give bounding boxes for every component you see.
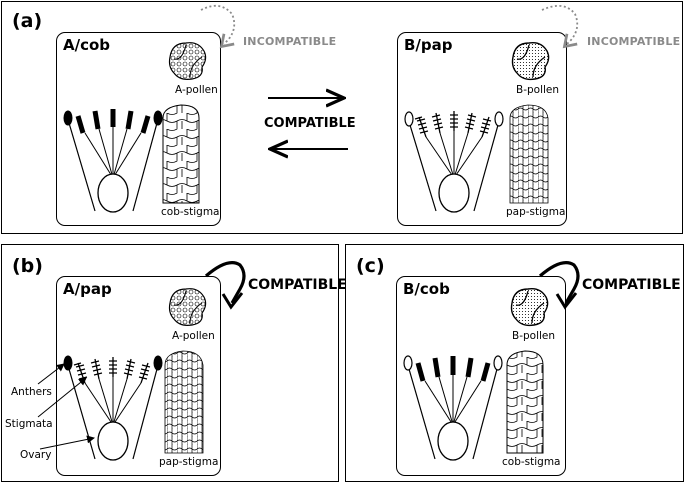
anther <box>153 110 163 126</box>
anther <box>63 355 73 371</box>
incompatible-label-b: INCOMPATIBLE <box>587 35 681 48</box>
pollen-grain-a <box>168 288 207 326</box>
flower-box-a-pap: A/pap <box>56 276 221 476</box>
pollen-grain-b <box>511 41 550 81</box>
ovary <box>97 421 129 461</box>
flower-box-b-cob: B/cob <box>396 276 566 476</box>
anther <box>493 355 503 371</box>
ovary <box>97 173 129 213</box>
anther <box>403 355 413 371</box>
stigma-label: pap-stigma <box>159 456 219 468</box>
compatible-label-middle: COMPATIBLE <box>264 116 356 131</box>
stigma-label: cob-stigma <box>502 456 561 468</box>
pollen-label: B-pollen <box>512 330 556 342</box>
anthers-label: Anthers <box>11 386 52 398</box>
pollen-label: B-pollen <box>516 84 560 96</box>
panel-label-a: (a) <box>12 10 43 32</box>
incompatible-loop-b <box>541 4 579 49</box>
anther <box>63 110 73 126</box>
panel-c: (c) B/cob <box>345 244 684 482</box>
flower-title: B/cob <box>403 280 450 298</box>
incompatible-label-a: INCOMPATIBLE <box>243 35 337 48</box>
ovary <box>437 421 469 461</box>
anther <box>404 111 414 127</box>
compatible-arrows <box>268 2 348 237</box>
flower-title: A/pap <box>63 280 112 298</box>
panel-b: (b) A/pap <box>1 244 347 482</box>
anther <box>153 355 163 371</box>
panel-label-b: (b) <box>12 255 43 277</box>
compatible-label-b: COMPATIBLE <box>248 277 347 293</box>
stigmata-label: Stigmata <box>5 418 53 430</box>
stigma-tissue-pap <box>164 350 204 454</box>
stigma-tissue-cob <box>506 350 544 454</box>
flower-schematic <box>63 288 207 461</box>
pollen-label: A-pollen <box>172 330 215 342</box>
stigma-tissue-pap <box>509 104 549 204</box>
compatible-loop-b-cob <box>538 261 580 310</box>
flower-box-a-cob: A/cob <box>56 32 221 226</box>
pollen-label: A-pollen <box>175 84 218 96</box>
compatible-loop-a-pap <box>204 261 246 310</box>
panel-a: (a) A/cob <box>1 1 683 234</box>
ovary-label: Ovary <box>20 449 52 461</box>
stigma-label: pap-stigma <box>506 206 566 218</box>
compatible-label-c: COMPATIBLE <box>582 277 681 293</box>
ovary <box>438 173 470 213</box>
stigma-label: cob-stigma <box>161 206 220 218</box>
flower-schematic <box>403 287 549 461</box>
stigma-tissue-cob <box>162 104 200 204</box>
flower-box-b-pap: B/pap <box>397 32 567 226</box>
flower-title: A/cob <box>63 36 111 54</box>
flower-schematic <box>404 41 550 213</box>
pollen-grain-b <box>510 287 549 327</box>
part-pointer-arrows <box>37 363 95 450</box>
flower-schematic <box>63 42 207 213</box>
anther <box>494 111 504 127</box>
pollen-grain-a <box>168 42 207 80</box>
flower-title: B/pap <box>404 36 453 54</box>
panel-label-c: (c) <box>356 255 385 277</box>
